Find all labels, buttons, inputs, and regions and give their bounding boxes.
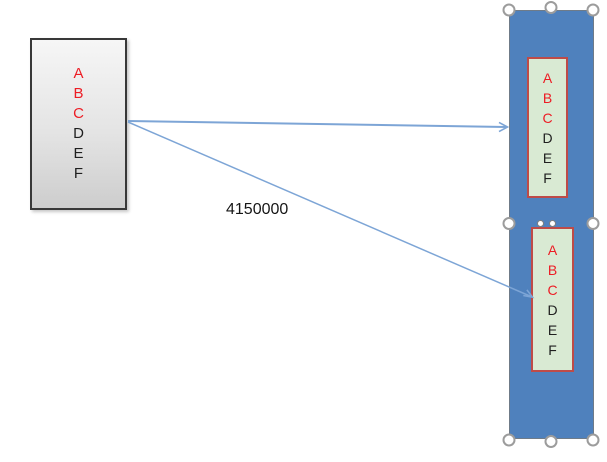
letter: C [542,109,553,126]
target-box-2-text: A B C D E F [547,240,557,360]
connection-point[interactable] [537,220,544,227]
letter: E [542,149,553,166]
letter: A [542,69,553,86]
letter: E [73,145,84,162]
connector-diagonal-arrow[interactable] [127,121,535,299]
letter: B [547,261,558,278]
letter: F [548,341,557,358]
source-box[interactable]: A B C D E F [30,38,127,210]
letter: C [73,105,84,122]
letter: F [73,165,84,182]
letter: D [73,125,84,142]
target-box-1[interactable]: A B C D E F [527,57,568,198]
target-box-1-text: A B C D E F [542,68,552,188]
connector-label[interactable]: 4150000 [226,201,289,218]
letter: E [547,321,558,338]
target-box-2[interactable]: A B C D E F [531,227,574,372]
letter: A [547,241,558,258]
letter: B [542,89,553,106]
arrowhead-icon [498,121,510,133]
connector-straight-arrow[interactable] [127,120,510,133]
letter: D [542,129,553,146]
letter: F [543,169,552,186]
letter: C [547,281,558,298]
letter: D [547,301,558,318]
letter: B [73,85,84,102]
letter: A [73,65,84,82]
connection-point[interactable] [549,220,556,227]
source-box-text: A B C D E F [73,64,84,184]
